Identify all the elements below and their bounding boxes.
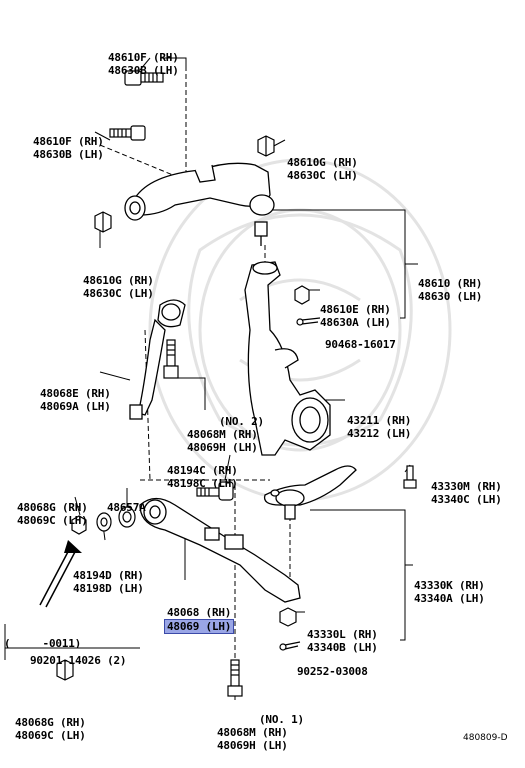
label-knuckle: 43211 (RH)43212 (LH) xyxy=(347,414,412,440)
nut-bottom-icon xyxy=(56,659,74,681)
cotter-pin-upper-icon xyxy=(296,317,321,326)
label-lower-ball-joint: 43330K (RH)43340A (LH) xyxy=(414,579,485,605)
label-upper-bush-left: 48610G (RH)48630C (LH) xyxy=(83,274,154,300)
lower-ball-joint-icon xyxy=(263,465,357,520)
highlighted-part-number: 48069 (LH) xyxy=(164,619,235,634)
washer-48194d-icon xyxy=(96,512,112,532)
label-strut-bar: 48068E (RH)48069A (LH) xyxy=(40,387,111,413)
label-serial-range: ( -0011) xyxy=(4,637,82,650)
nut-48068g-icon xyxy=(71,515,87,535)
retainer-48657a-icon xyxy=(118,506,136,528)
label-bushing-mid: 48194C (RH)48198C (LH) xyxy=(167,464,238,490)
bolt-bottom-icon xyxy=(227,659,243,697)
bolt-48194c-icon xyxy=(196,481,234,501)
label-strut-bolt-no2: (NO. 2)48068M (RH)48069H (LH) xyxy=(187,415,264,454)
strut-bar-icon xyxy=(129,299,186,420)
bolt-43330m-icon xyxy=(403,465,417,489)
label-upper-bush-right: 48610G (RH)48630C (LH) xyxy=(287,156,358,182)
label-bottom-nut: 48068G (RH)48069C (LH) xyxy=(15,716,86,742)
label-upper-arm: 48610 (RH)48630 (LH) xyxy=(418,277,483,303)
bolt-left-icon xyxy=(109,125,146,141)
label-ball-joint-lower-nut: 43330M (RH)43340C (LH) xyxy=(431,480,502,506)
label-cam-washer: 48068G (RH)48069C (LH) xyxy=(17,501,88,527)
label-upper-bolt-left: 48610F (RH)48630B (LH) xyxy=(33,135,104,161)
label-upper-bolt-top: 48610F (RH)48630B (LH) xyxy=(108,51,179,77)
bolt-no2-icon xyxy=(163,339,179,379)
diagram-code: 480809-D xyxy=(463,733,508,743)
cotter-pin-lower-icon xyxy=(279,641,301,651)
label-cotter-pin-lower: 90252-03008 xyxy=(297,665,368,678)
steering-knuckle-icon xyxy=(244,261,331,456)
label-bottom-bolt-no1: (NO. 1)48068M (RH)48069H (LH) xyxy=(217,713,304,752)
label-ball-joint-nut: 48610E (RH)48630A (LH) xyxy=(320,303,391,329)
nut-upper-left-icon xyxy=(94,211,112,233)
label-cotter-pin-upper: 90468-16017 xyxy=(325,338,396,351)
lower-arm-icon xyxy=(139,497,301,603)
castle-nut-icon xyxy=(279,607,297,627)
nut-ball-joint-upper-icon xyxy=(294,285,310,305)
label-lower-arm: 48068 (RH)48069 (LH) xyxy=(164,580,235,660)
bolt-top-icon xyxy=(124,70,164,86)
label-lower-bush: 48194D (RH)48198D (LH) xyxy=(73,569,144,595)
label-castle-nut: 43330L (RH)43340B (LH) xyxy=(307,628,378,654)
label-bolt-nut-part: 90201-14026 (2) xyxy=(30,654,127,667)
nut-upper-right-icon xyxy=(257,135,275,157)
arrow-icon xyxy=(39,540,82,608)
label-retainer: 48657A xyxy=(107,501,146,514)
upper-arm-icon xyxy=(124,162,275,246)
